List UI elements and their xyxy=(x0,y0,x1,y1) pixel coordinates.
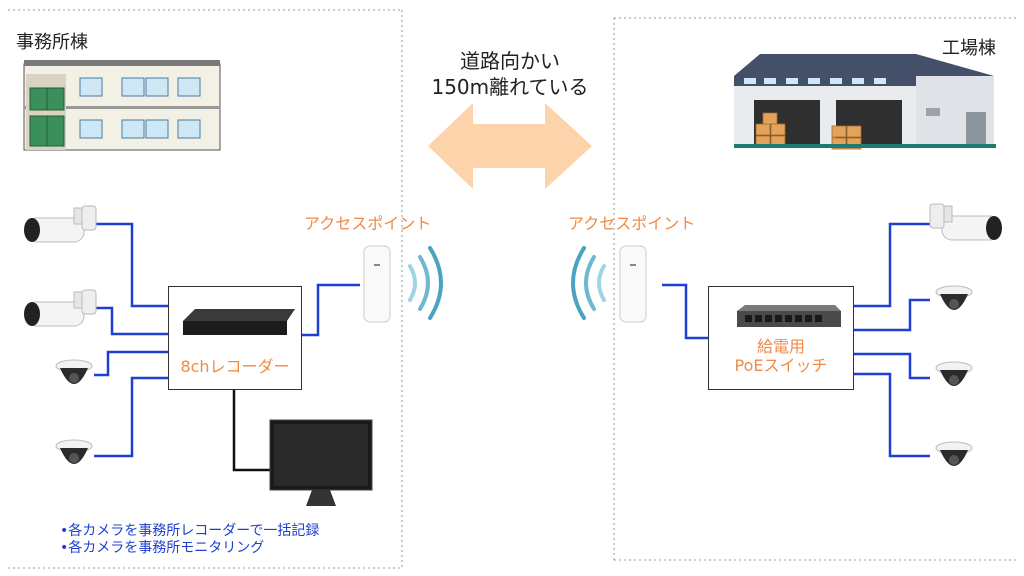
cable-camera-1 xyxy=(96,222,170,308)
notes: •各カメラを事務所レコーダーで一括記録 •各カメラを事務所モニタリング xyxy=(60,523,319,557)
cable-switch-camera-1 xyxy=(854,222,930,308)
distance-banner-line1: 道路向かい xyxy=(460,49,560,73)
cable-camera-3 xyxy=(94,350,170,377)
office-region-title: 事務所棟 xyxy=(16,32,88,53)
recorder-icon xyxy=(183,309,295,335)
cable-recorder-ap xyxy=(302,283,360,337)
access-point-icon xyxy=(619,245,647,323)
poe-switch-box: 給電用 PoEスイッチ xyxy=(708,286,854,390)
access-point-label-left: アクセスポイント xyxy=(304,214,432,233)
note-line-2: •各カメラを事務所モニタリング xyxy=(60,540,265,556)
access-point-label-right: アクセスポイント xyxy=(568,214,696,233)
recorder-box: 8chレコーダー xyxy=(168,286,302,390)
camera-cables-right xyxy=(662,222,930,458)
cable-switch-camera-2 xyxy=(854,298,930,332)
dome-camera-icon xyxy=(935,361,973,386)
poe-switch-label-line1: 給電用 xyxy=(756,337,805,356)
office-building-icon xyxy=(23,60,221,151)
cable-ap-switch xyxy=(662,283,708,340)
cable-recorder-monitor xyxy=(232,390,272,472)
distance-banner-line2: 150m離れている xyxy=(431,75,589,99)
distance-double-arrow xyxy=(428,103,592,189)
dome-camera-icon xyxy=(55,359,93,384)
recorder-label: 8chレコーダー xyxy=(180,357,290,376)
bullet-camera-icon xyxy=(24,205,97,243)
wifi-signal-icon xyxy=(408,246,443,320)
dome-camera-icon xyxy=(935,441,973,466)
cable-camera-4 xyxy=(94,376,170,458)
cable-camera-2 xyxy=(96,306,170,336)
factory-region-title: 工場棟 xyxy=(942,38,996,59)
poe-switch-label-line2: PoEスイッチ xyxy=(734,356,828,375)
wifi-signal-icon xyxy=(571,246,606,320)
access-point-icon xyxy=(363,245,391,323)
bullet-camera-icon xyxy=(24,289,97,327)
bullet-camera-icon xyxy=(929,203,1002,241)
dome-camera-icon xyxy=(935,285,973,310)
switch-icon xyxy=(737,305,841,327)
cable-switch-camera-4 xyxy=(854,372,930,458)
note-line-1: •各カメラを事務所レコーダーで一括記録 xyxy=(60,523,320,539)
distance-banner: 道路向かい 150m離れている xyxy=(410,48,610,100)
monitor-icon xyxy=(269,419,373,506)
dome-camera-icon xyxy=(55,439,93,464)
factory-building-icon xyxy=(734,54,996,150)
camera-cables-left xyxy=(94,222,360,458)
cable-switch-camera-3 xyxy=(854,352,930,380)
